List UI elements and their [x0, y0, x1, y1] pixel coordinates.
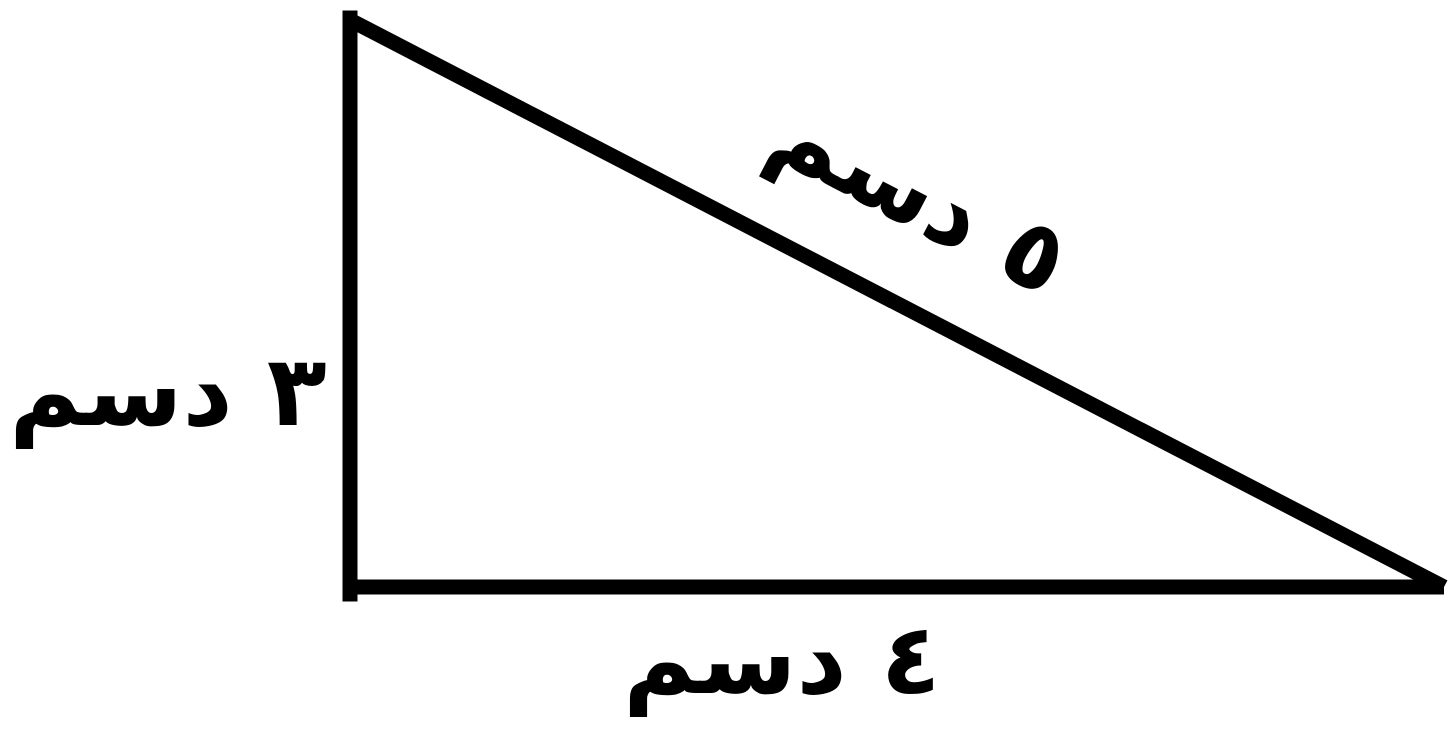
- hypotenuse-label: ٥ دسم: [753, 72, 1087, 319]
- horizontal-side-label: ٤ دسم: [623, 603, 940, 717]
- vertical-side-label: ٣ دسم: [9, 335, 326, 449]
- hypotenuse-edge: [346, 13, 1448, 594]
